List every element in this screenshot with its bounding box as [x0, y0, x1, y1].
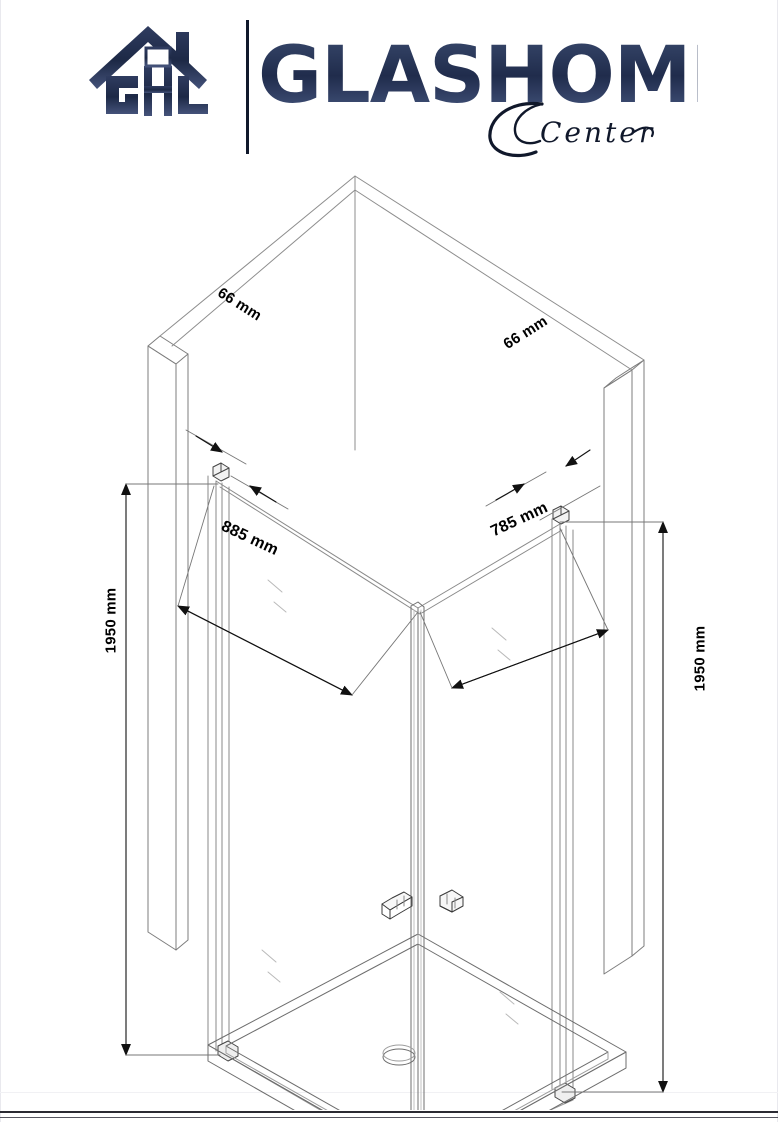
- page-footer-rule-thick: [0, 1111, 778, 1113]
- brand-script-text: Center: [540, 116, 655, 149]
- page-footer-hairline: [0, 1092, 778, 1093]
- brand-wordmark: GLASHOME: [258, 30, 744, 125]
- dimension-label-height-right: 1950 mm: [691, 625, 709, 692]
- ghc-house-logo-icon: [86, 18, 226, 136]
- shower-enclosure-technical-drawing: [0, 150, 778, 1110]
- brand-header: GLASHOME Center: [0, 0, 778, 172]
- page-footer-rule-thin: [0, 1117, 778, 1118]
- logo-divider: [246, 20, 249, 154]
- brand-script-lockup: Center: [484, 98, 674, 160]
- dimension-label-height-left: 1950 mm: [102, 587, 120, 654]
- brand-primary-text: GLASHOME: [258, 31, 698, 121]
